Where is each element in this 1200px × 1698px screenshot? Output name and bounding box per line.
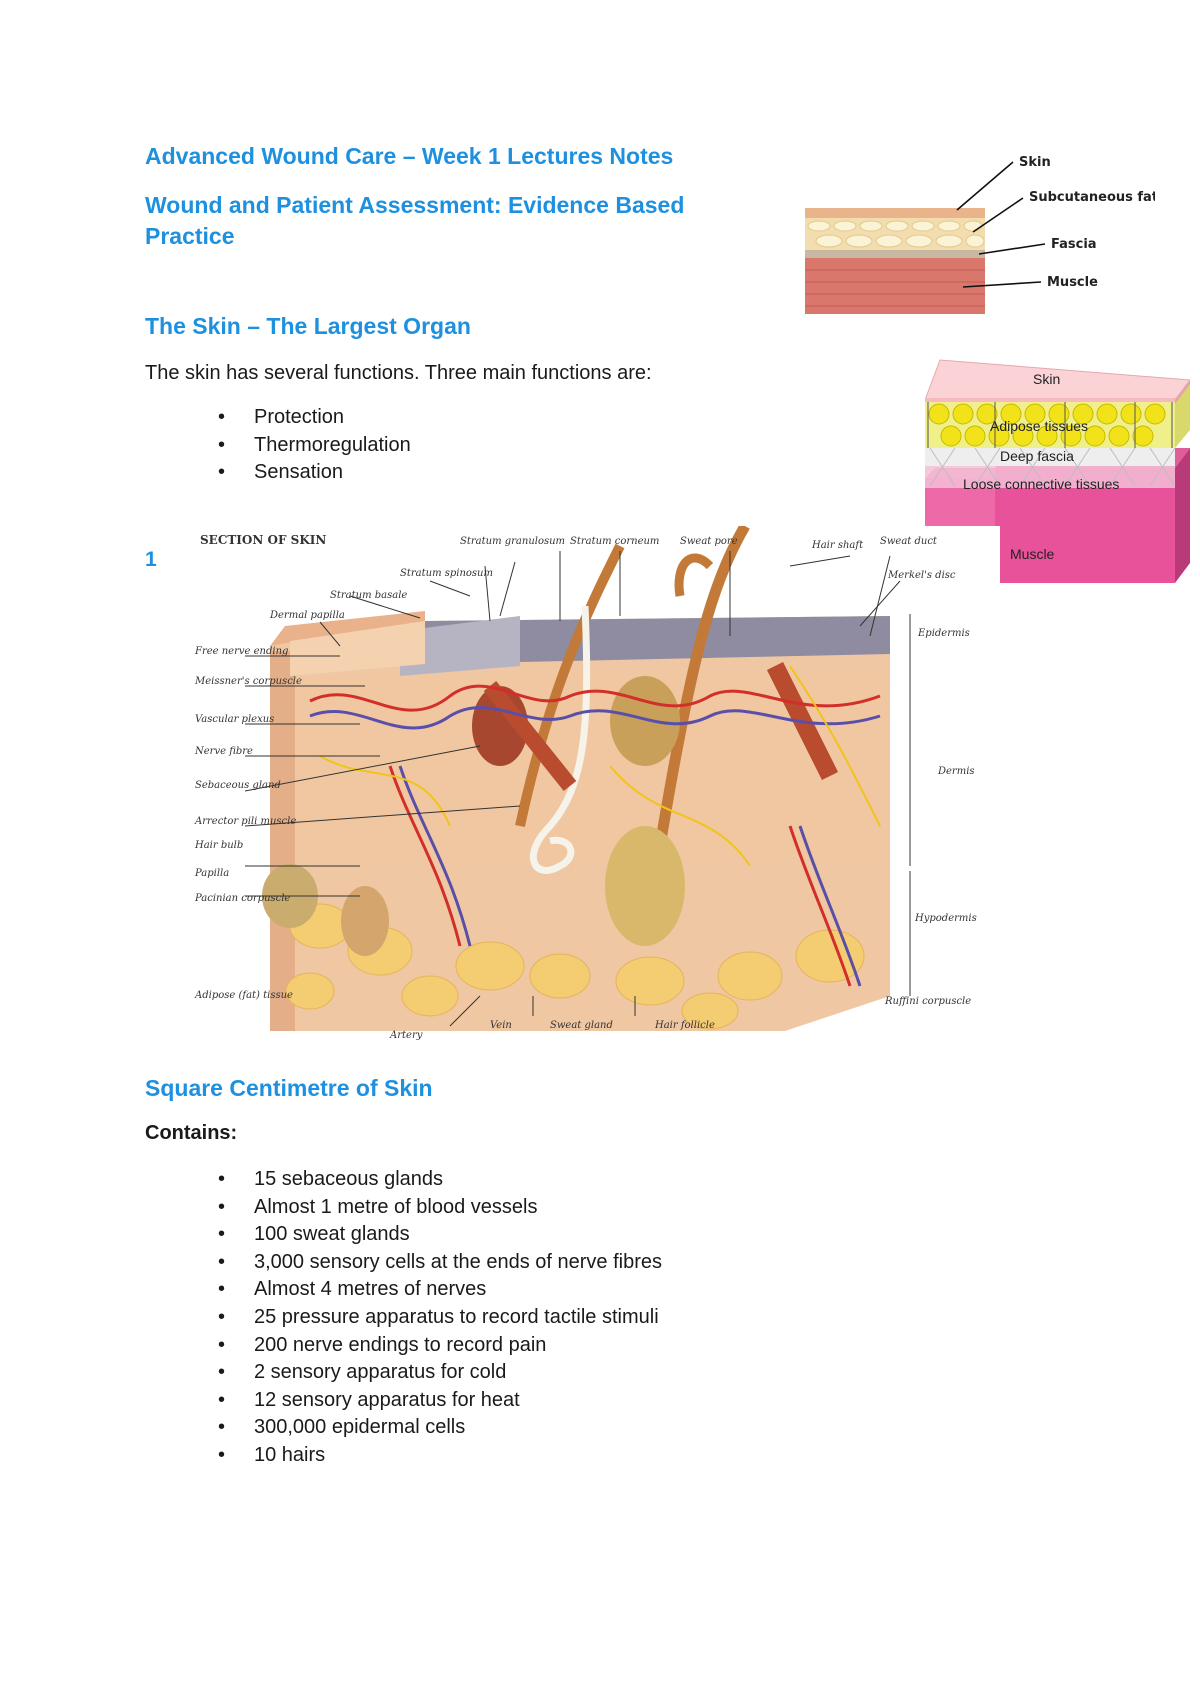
diagram-label: Sebaceous gland	[195, 780, 281, 791]
document-title: Advanced Wound Care – Week 1 Lectures No…	[145, 143, 674, 169]
functions-list: Protection Thermoregulation Sensation	[218, 404, 411, 487]
diagram-title: SECTION OF SKIN	[200, 533, 326, 547]
diagram-label: Free nerve ending	[194, 646, 288, 657]
list-item: 3,000 sensory cells at the ends of nerve…	[218, 1249, 662, 1277]
diagram-label: Dermis	[937, 766, 975, 777]
diagram-label: Adipose (fat) tissue	[194, 990, 293, 1001]
list-item: 100 sweat glands	[218, 1221, 662, 1249]
diagram-label: Epidermis	[917, 628, 970, 639]
block-label: Skin	[1033, 371, 1060, 387]
list-item: Protection	[218, 404, 411, 432]
diagram-label: Vascular plexus	[195, 714, 274, 725]
list-item: 15 sebaceous glands	[218, 1166, 662, 1194]
diagram-label: Sweat pore	[680, 536, 738, 547]
list-item: 25 pressure apparatus to record tactile …	[218, 1304, 662, 1332]
list-item: 2 sensory apparatus for cold	[218, 1359, 662, 1387]
diagram-label: Pacinian corpuscle	[194, 893, 290, 904]
section-heading-square-cm: Square Centimetre of Skin	[145, 1075, 433, 1101]
skin-functions-intro: The skin has several functions. Three ma…	[145, 362, 652, 384]
diagram-label: Merkel's disc	[887, 570, 956, 581]
diagram-label: Stratum corneum	[570, 536, 659, 547]
block-label: Adipose tissues	[990, 418, 1088, 434]
diagram-label: Meissner's corpuscle	[194, 676, 302, 687]
list-item: Thermoregulation	[218, 432, 411, 460]
diagram-label: Hair shaft	[811, 540, 864, 551]
list-item: 300,000 epidermal cells	[218, 1414, 662, 1442]
layer-label: Skin	[1019, 155, 1051, 170]
list-item: Sensation	[218, 459, 411, 487]
diagram-label: Nerve fibre	[194, 746, 253, 757]
contains-label: Contains:	[145, 1122, 238, 1144]
list-item: 12 sensory apparatus for heat	[218, 1387, 662, 1415]
list-item: 10 hairs	[218, 1442, 662, 1470]
layer-label: Fascia	[1051, 237, 1097, 252]
diagram-label: Hypodermis	[914, 913, 977, 924]
diagram-label: Artery	[389, 1030, 423, 1041]
diagram-label: Papilla	[194, 868, 229, 879]
diagram-label: Sweat duct	[880, 536, 938, 547]
document-subtitle: Wound and Patient Assessment: Evidence B…	[145, 192, 685, 249]
diagram-label: Dermal papilla	[269, 610, 345, 621]
diagram-label: Sweat gland	[550, 1020, 613, 1031]
diagram-label: Ruffini corpuscle	[884, 996, 971, 1007]
block-label: Deep fascia	[1000, 448, 1074, 464]
diagram-label: Arrector pili muscle	[194, 816, 296, 827]
diagram-label: Stratum granulosum	[460, 536, 565, 547]
diagram-label: Stratum spinosum	[400, 568, 493, 579]
layer-label: Muscle	[1047, 275, 1098, 290]
diagram-label: Stratum basale	[330, 590, 407, 601]
list-item: 200 nerve endings to record pain	[218, 1332, 662, 1360]
contents-list: 15 sebaceous glands Almost 1 metre of bl…	[218, 1166, 662, 1470]
section-of-skin-diagram: SECTION OF SKIN Stratum granulosum Strat…	[190, 526, 1000, 1048]
list-item: Almost 1 metre of blood vessels	[218, 1194, 662, 1222]
section-heading-skin: The Skin – The Largest Organ	[145, 313, 471, 339]
figure-number: 1	[145, 548, 157, 571]
block-label: Loose connective tissues	[963, 476, 1119, 492]
layer-label: Subcutaneous fat	[1029, 190, 1155, 205]
diagram-label: Vein	[490, 1020, 512, 1031]
diagram-label: Hair follicle	[654, 1020, 715, 1031]
diagram-label: Hair bulb	[194, 840, 243, 851]
list-item: Almost 4 metres of nerves	[218, 1276, 662, 1304]
block-label: Muscle	[1010, 546, 1055, 562]
skin-layers-diagram: Skin Subcutaneous fat Fascia Muscle	[805, 155, 1155, 314]
